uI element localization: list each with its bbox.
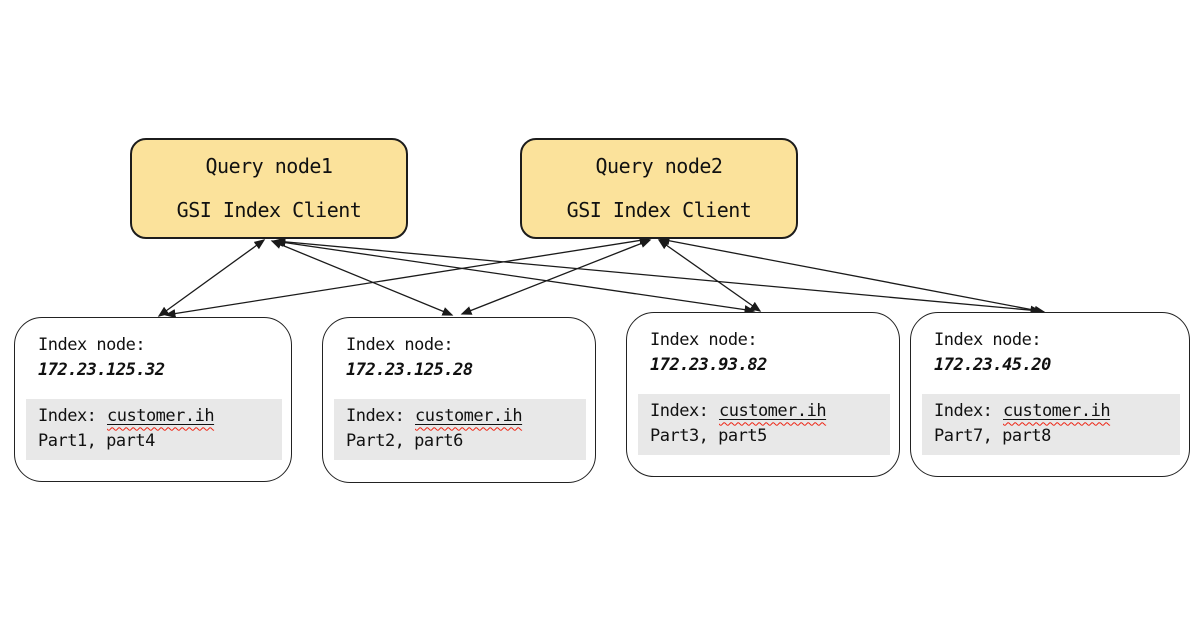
index-node-4: Index node: 172.23.45.20 Index: customer… (910, 312, 1190, 477)
index-label: Index: (346, 406, 415, 427)
index-partitions: Part3, part5 (650, 425, 767, 446)
index-node-label: Index node: (934, 330, 1042, 350)
edge-query-node-1-index-node-2 (270, 240, 454, 316)
edge-query-node-2-index-node-3 (657, 239, 762, 312)
edge-query-node-2-index-node-2 (460, 239, 652, 315)
edge-query-node-1-index-node-3 (272, 237, 756, 315)
index-name: customer.ih (1003, 401, 1111, 422)
index-name: customer.ih (719, 401, 827, 422)
edge-query-node-1-index-node-4 (274, 237, 1042, 315)
edge-query-node-2-index-node-1 (164, 236, 651, 318)
index-node-ip: 172.23.45.20 (934, 354, 1051, 375)
index-node-label: Index node: (38, 335, 146, 355)
query-node-1: Query node1 GSI Index Client (130, 138, 408, 239)
index-label: Index: (38, 406, 107, 427)
index-node-ip: 172.23.125.28 (346, 359, 473, 380)
index-highlight-block: Index: customer.ih Part1, part4 (26, 399, 282, 460)
index-node-ip: 172.23.93.82 (650, 354, 767, 375)
query-node-2: Query node2 GSI Index Client (520, 138, 798, 239)
index-node-1: Index node: 172.23.125.32 Index: custome… (14, 317, 292, 482)
index-partitions: Part2, part6 (346, 430, 463, 451)
index-partitions: Part7, part8 (934, 425, 1051, 446)
query-node-title: Query node2 (595, 154, 723, 178)
edge-query-node-2-index-node-4 (658, 236, 1046, 315)
index-label: Index: (934, 401, 1003, 422)
edge-query-node-1-index-node-1 (157, 239, 266, 317)
index-highlight-block: Index: customer.ih Part2, part6 (334, 399, 586, 460)
index-highlight-block: Index: customer.ih Part7, part8 (922, 394, 1180, 455)
index-name: customer.ih (415, 406, 523, 427)
edge-lines (157, 236, 1046, 318)
query-node-subtitle: GSI Index Client (176, 198, 362, 222)
index-node-label: Index node: (650, 330, 758, 350)
index-node-2: Index node: 172.23.125.28 Index: custome… (322, 317, 596, 483)
query-node-title: Query node1 (205, 154, 333, 178)
index-label: Index: (650, 401, 719, 422)
query-node-subtitle: GSI Index Client (566, 198, 752, 222)
index-name: customer.ih (107, 406, 215, 427)
index-node-3: Index node: 172.23.93.82 Index: customer… (626, 312, 900, 477)
index-node-ip: 172.23.125.32 (38, 359, 165, 380)
index-highlight-block: Index: customer.ih Part3, part5 (638, 394, 890, 455)
index-node-label: Index node: (346, 335, 454, 355)
index-partitions: Part1, part4 (38, 430, 155, 451)
